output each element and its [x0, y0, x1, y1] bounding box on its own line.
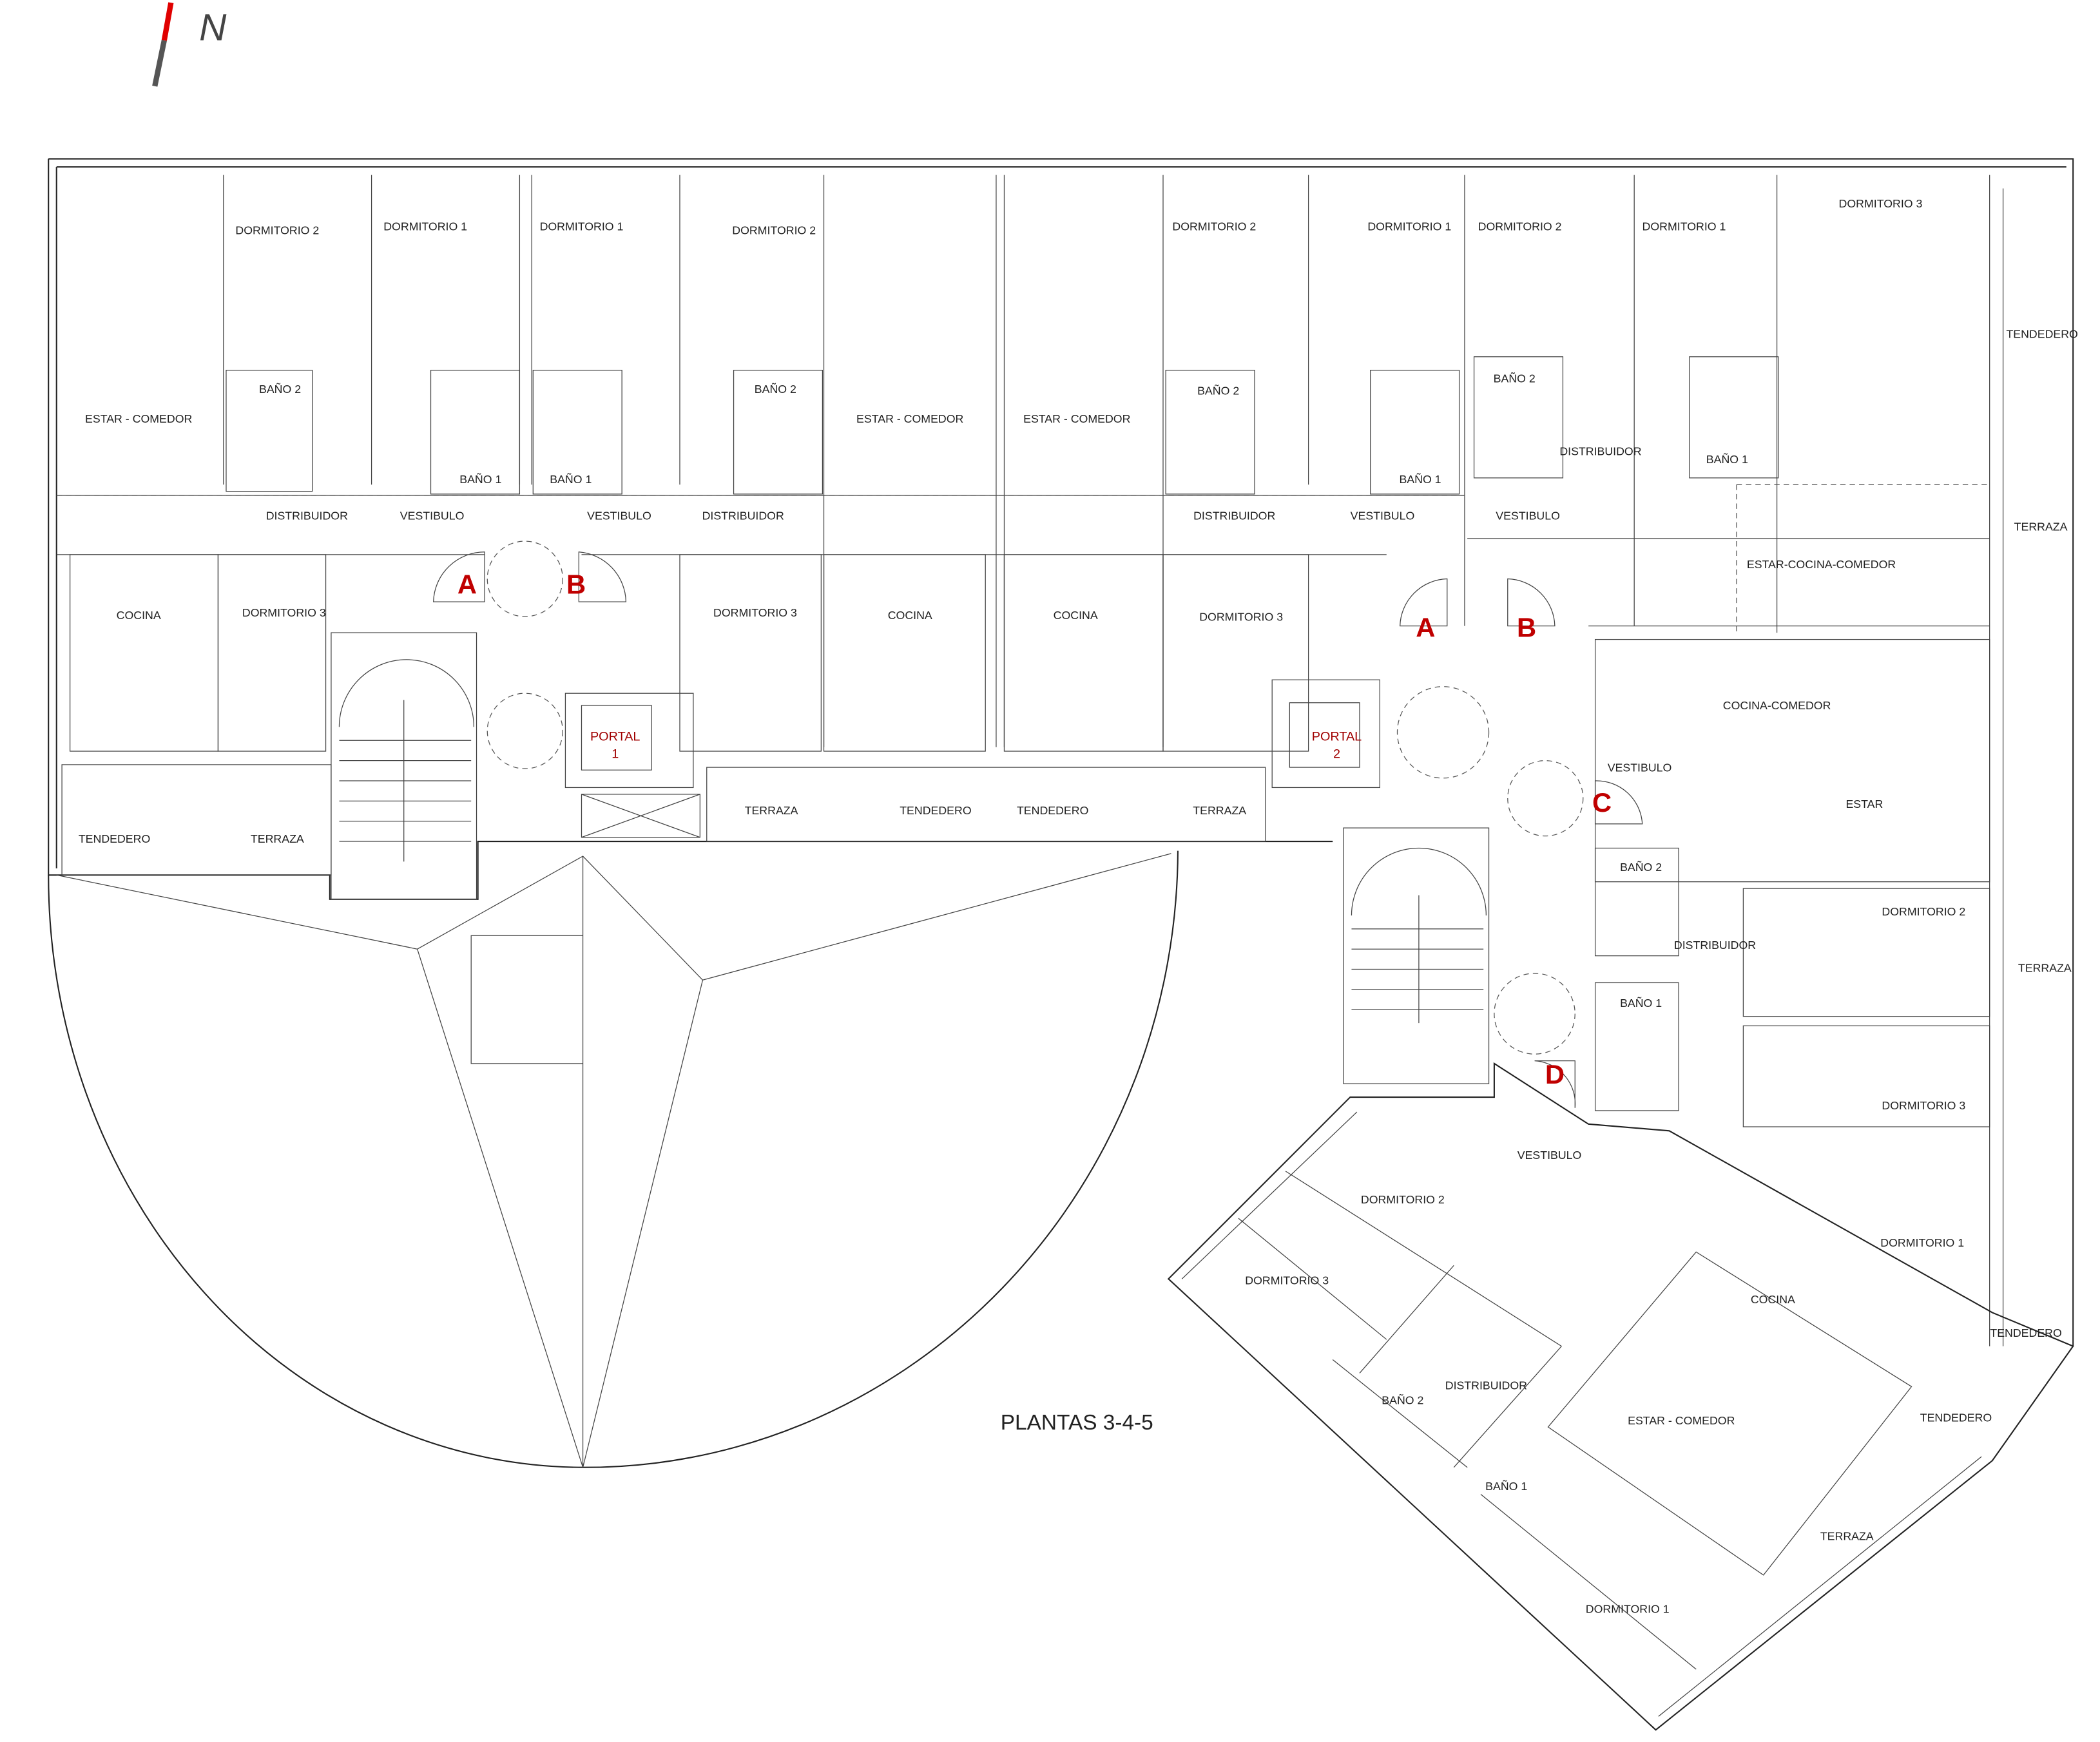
- room-label: DORMITORIO 3: [242, 606, 326, 619]
- room-label: TENDEDERO: [900, 804, 971, 817]
- room-label: BAÑO 1: [459, 472, 501, 486]
- room-label: DISTRIBUIDOR: [1445, 1379, 1527, 1392]
- room-label: TENDEDERO: [2006, 327, 2077, 340]
- room-label: DISTRIBUIDOR: [1193, 510, 1275, 522]
- room-label: ESTAR - COMEDOR: [1023, 412, 1130, 425]
- room-label: BAÑO 2: [259, 382, 301, 396]
- room-label: TERRAZA: [1193, 804, 1246, 817]
- room-label: VESTIBULO: [400, 510, 465, 522]
- access-letter-b: B: [1517, 612, 1536, 642]
- room-label: BAÑO 1: [1399, 472, 1441, 486]
- room-label: DORMITORIO 1: [383, 220, 467, 233]
- room-label: DISTRIBUIDOR: [1674, 939, 1756, 952]
- room-label: TERRAZA: [745, 804, 798, 817]
- access-letter-d: D: [1545, 1059, 1565, 1089]
- portal-2-label: PORTAL: [1312, 729, 1362, 743]
- room-label: COCINA: [1751, 1293, 1795, 1306]
- walls: [48, 158, 2074, 1731]
- room-label: COCINA: [117, 609, 161, 622]
- room-label: DISTRIBUIDOR: [266, 510, 348, 522]
- room-label: BAÑO 1: [1620, 996, 1662, 1010]
- room-label: BAÑO 2: [755, 382, 796, 396]
- room-label: BAÑO 2: [1382, 1393, 1423, 1406]
- room-label: TERRAZA: [2018, 962, 2072, 975]
- room-label: BAÑO 1: [1706, 452, 1748, 466]
- room-label: DORMITORIO 3: [1882, 1099, 1965, 1112]
- room-label: BAÑO 1: [1485, 1479, 1527, 1493]
- room-label: VESTIBULO: [1351, 510, 1415, 522]
- room-label: DORMITORIO 3: [1199, 610, 1283, 623]
- room-label: VESTIBULO: [1608, 761, 1672, 774]
- room-label: ESTAR-COCINA-COMEDOR: [1747, 558, 1896, 571]
- room-label: VESTIBULO: [1517, 1149, 1582, 1162]
- room-label: DORMITORIO 2: [1478, 220, 1562, 233]
- room-label: COCINA-COMEDOR: [1723, 699, 1831, 712]
- room-label: ESTAR - COMEDOR: [856, 412, 963, 425]
- room-label: DORMITORIO 2: [1882, 905, 1965, 918]
- north-label: N: [199, 7, 227, 49]
- room-label: DORMITORIO 3: [1245, 1274, 1329, 1287]
- portal-labels: PORTAL 1 PORTAL 2: [590, 729, 1362, 761]
- room-label: DORMITORIO 2: [1361, 1193, 1445, 1206]
- room-label: VESTIBULO: [587, 510, 651, 522]
- north-arrow-icon: N: [152, 2, 227, 87]
- room-label: TERRAZA: [251, 832, 304, 845]
- access-letter-a: A: [458, 570, 477, 600]
- room-label: TERRAZA: [1820, 1530, 1874, 1543]
- room-label: ESTAR: [1845, 798, 1883, 810]
- room-label: TENDEDERO: [79, 832, 150, 845]
- room-label: BAÑO 2: [1197, 383, 1239, 397]
- room-label: DORMITORIO 1: [1586, 1602, 1670, 1615]
- room-label: ESTAR - COMEDOR: [85, 412, 192, 425]
- room-label: TENDEDERO: [1920, 1412, 1992, 1424]
- room-label: DORMITORIO 1: [540, 220, 624, 233]
- room-labels: DORMITORIO 2 DORMITORIO 1 DORMITORIO 1 D…: [79, 197, 2078, 1616]
- room-label: BAÑO 2: [1494, 371, 1536, 385]
- room-label: TERRAZA: [2014, 520, 2068, 533]
- access-letter-a: A: [1416, 612, 1435, 642]
- room-label: DORMITORIO 3: [1839, 197, 1923, 210]
- room-label: BAÑO 1: [550, 472, 592, 486]
- room-label: VESTIBULO: [1496, 510, 1560, 522]
- portal-2-number: 2: [1333, 747, 1340, 761]
- room-label: DORMITORIO 1: [1367, 220, 1451, 233]
- portal-1-label: PORTAL: [590, 729, 641, 743]
- room-label: TENDEDERO: [1990, 1326, 2061, 1339]
- room-label: DORMITORIO 2: [1172, 220, 1256, 233]
- room-label: DORMITORIO 2: [732, 224, 816, 237]
- portal-1-number: 1: [612, 747, 619, 761]
- room-label: BAÑO 2: [1620, 860, 1662, 874]
- plan-title: PLANTAS 3-4-5: [1001, 1411, 1153, 1435]
- room-label: DORMITORIO 2: [235, 224, 319, 237]
- room-label: DORMITORIO 1: [1880, 1236, 1964, 1249]
- room-label: COCINA: [1054, 609, 1098, 622]
- access-letter-b: B: [566, 570, 586, 600]
- room-label: TENDEDERO: [1017, 804, 1088, 817]
- room-label: DORMITORIO 1: [1642, 220, 1726, 233]
- room-label: DISTRIBUIDOR: [1559, 445, 1641, 457]
- access-letters: A B A B C D: [458, 570, 1612, 1090]
- room-label: DORMITORIO 3: [713, 606, 797, 619]
- room-label: COCINA: [888, 609, 932, 622]
- room-label: ESTAR - COMEDOR: [1628, 1414, 1735, 1427]
- access-letter-c: C: [1592, 787, 1612, 818]
- room-label: DISTRIBUIDOR: [702, 510, 784, 522]
